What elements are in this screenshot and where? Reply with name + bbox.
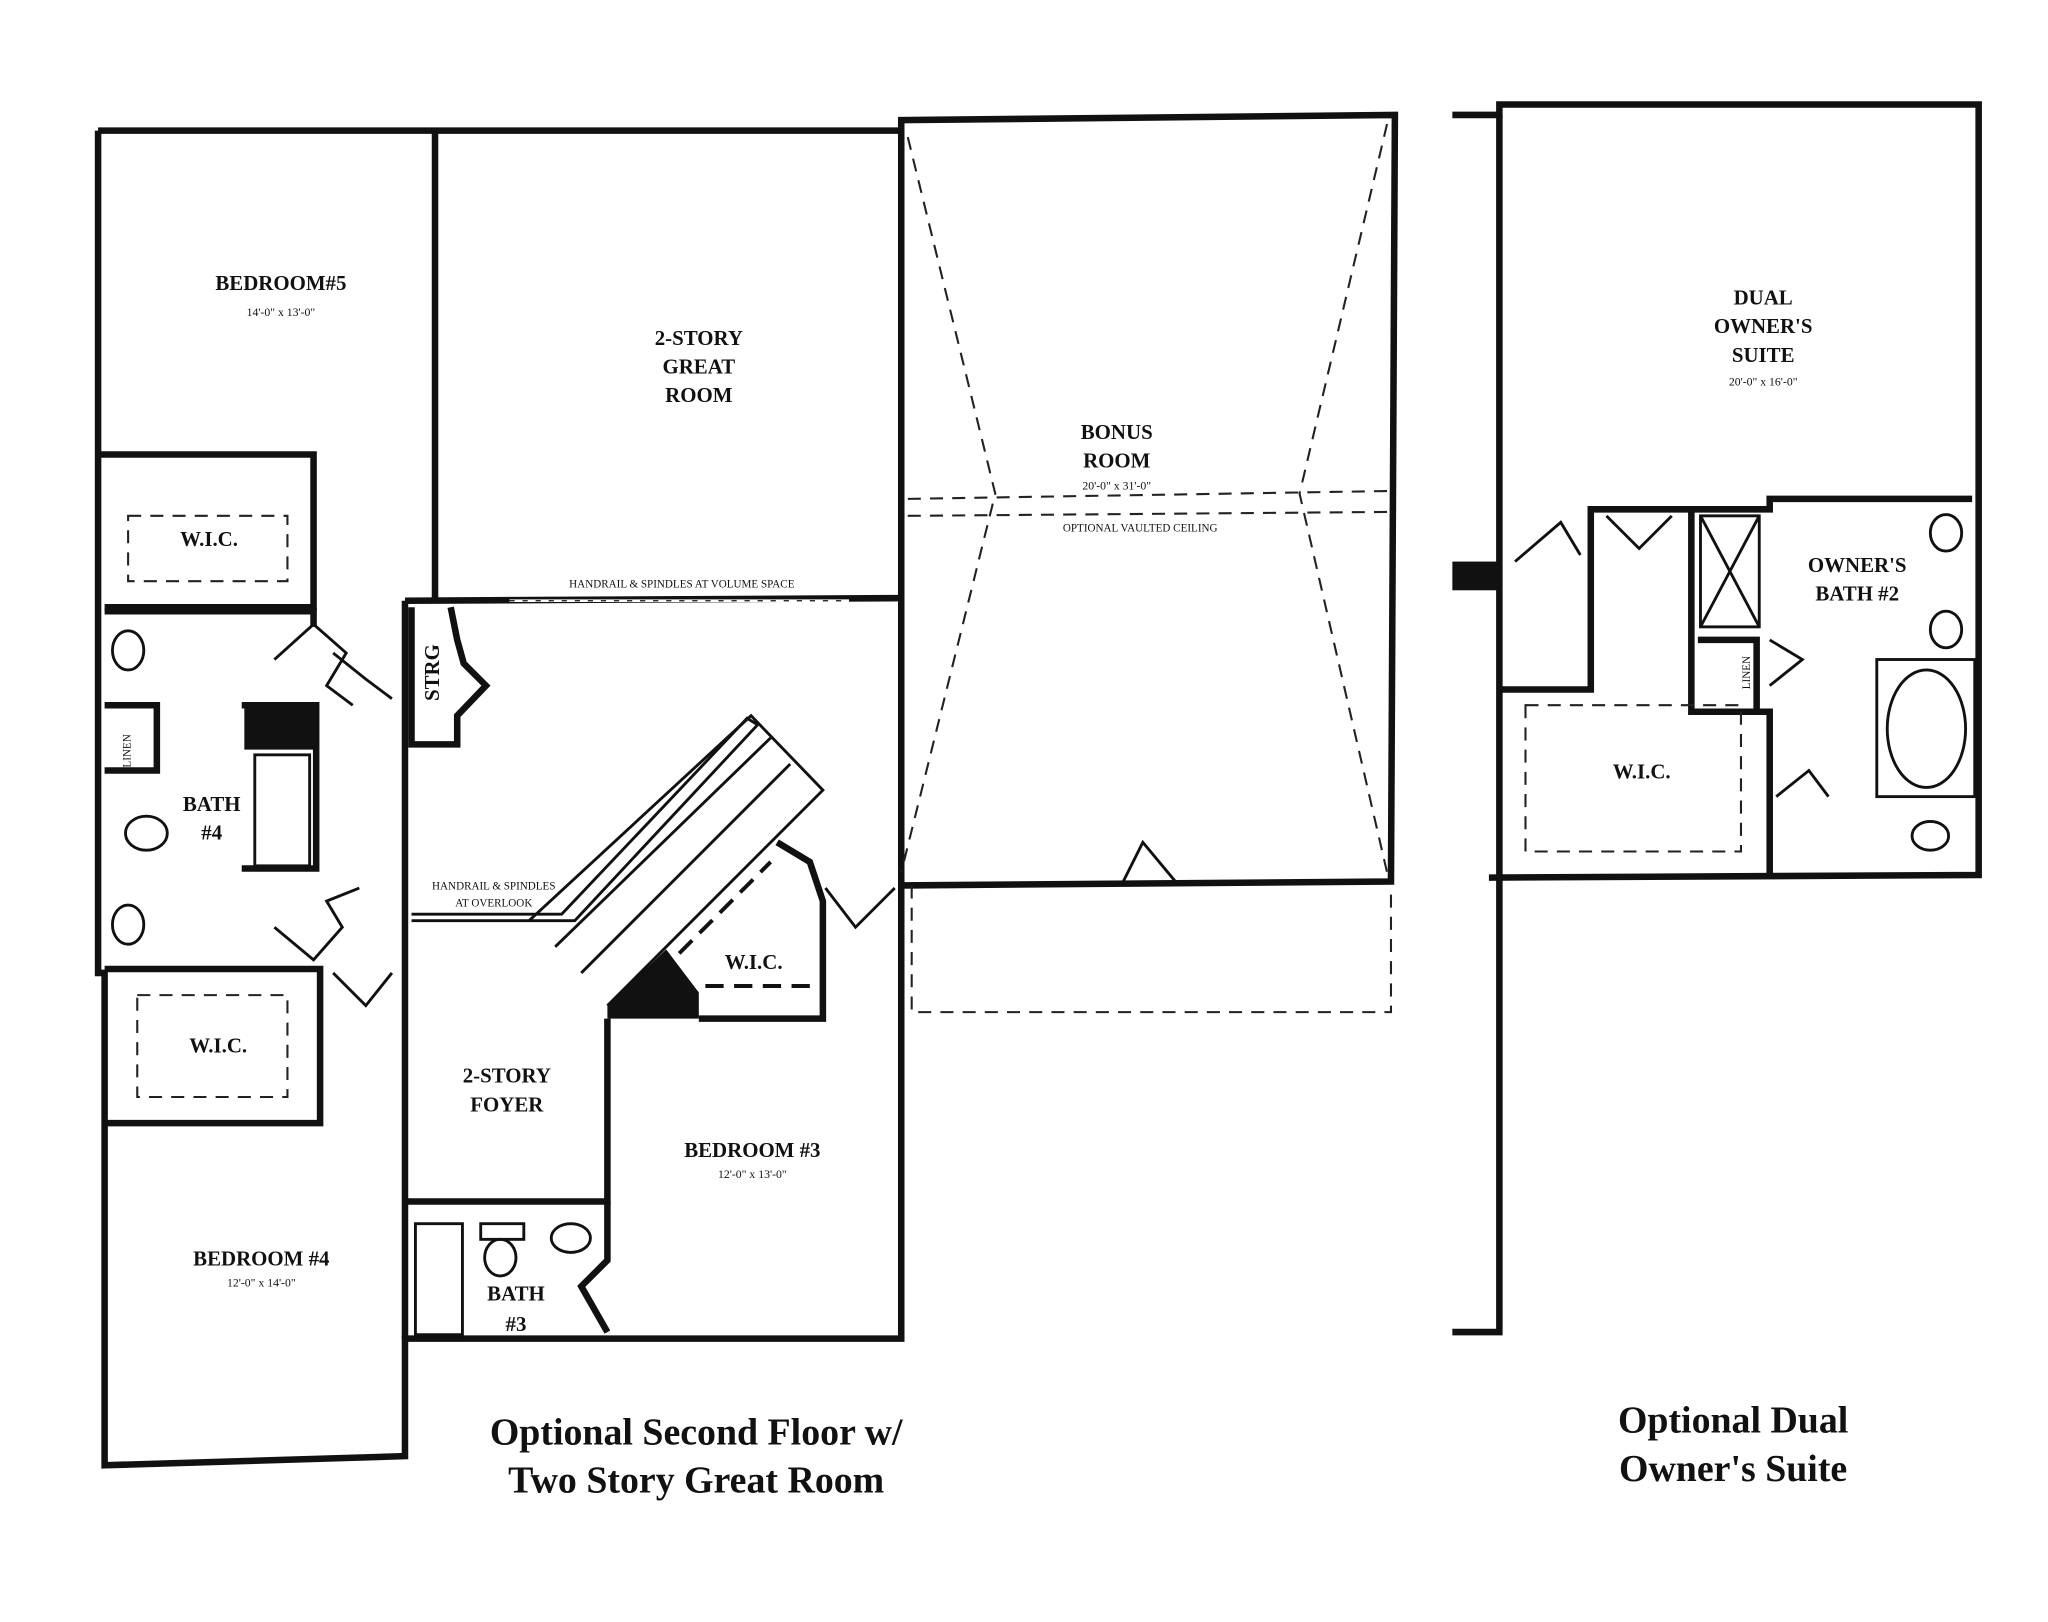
bedroom5-size: 14'-0" x 13'-0": [247, 306, 316, 319]
vaulted-ceiling-note: OPTIONAL VAULTED CEILING: [1063, 523, 1218, 535]
foyer-label-1: 2-STORY: [463, 1064, 551, 1088]
second-floor-caption-1: Optional Second Floor w/: [490, 1411, 903, 1453]
suite-linen-label: LINEN: [1741, 656, 1753, 689]
suite-label-1: DUAL: [1734, 285, 1793, 309]
dual-suite-caption-1: Optional Dual: [1618, 1400, 1848, 1442]
bath4-label-1: BATH: [183, 792, 241, 816]
bonus-room-size: 20'-0" x 31'-0": [1082, 480, 1151, 493]
wic-bed3-label: W.I.C.: [725, 950, 783, 974]
suite-label-2: OWNER'S: [1714, 314, 1813, 338]
overlook-note-2: AT OVERLOOK: [455, 897, 532, 909]
great-room-label-3: ROOM: [665, 383, 733, 407]
strg-label: STRG: [420, 644, 444, 701]
bath3-label-2: #3: [506, 1312, 527, 1336]
dual-suite-walls: [1452, 101, 1982, 1336]
linen-label: LINEN: [122, 734, 134, 767]
second-floor-caption-2: Two Story Great Room: [508, 1460, 884, 1502]
foyer-label-2: FOYER: [470, 1092, 544, 1116]
captions: Optional Second Floor w/ Two Story Great…: [490, 1400, 1848, 1502]
second-floor-walls: [94, 111, 1399, 1469]
bath4-label-2: #4: [201, 821, 222, 845]
wic-bed5-label: W.I.C.: [180, 527, 238, 551]
dual-suite-caption-2: Owner's Suite: [1619, 1448, 1847, 1490]
bedroom3-label: BEDROOM #3: [684, 1138, 820, 1162]
bath3-label-1: BATH: [487, 1282, 545, 1306]
owners-bath-label-1: OWNER'S: [1808, 553, 1907, 577]
owners-bath-label-2: BATH #2: [1815, 582, 1899, 606]
suite-size: 20'-0" x 16'-0": [1729, 375, 1798, 388]
bedroom5-label: BEDROOM#5: [215, 271, 346, 295]
room-labels: BEDROOM#5 14'-0" x 13'-0" 2-STORY GREAT …: [122, 271, 1907, 1336]
bedroom4-label: BEDROOM #4: [193, 1246, 330, 1270]
bedroom4-size: 12'-0" x 14'-0": [227, 1276, 296, 1289]
overlook-note-1: HANDRAIL & SPINDLES: [432, 880, 555, 892]
bonus-room-label-2: ROOM: [1083, 449, 1151, 473]
bedroom3-size: 12'-0" x 13'-0": [718, 1168, 787, 1181]
volume-space-note: HANDRAIL & SPINDLES AT VOLUME SPACE: [569, 579, 795, 591]
great-room-label-2: GREAT: [662, 355, 735, 379]
staircase: [528, 713, 825, 1007]
wic-bed4-label: W.I.C.: [189, 1034, 247, 1058]
bonus-room-label-1: BONUS: [1081, 420, 1153, 444]
suite-wic-label: W.I.C.: [1613, 759, 1671, 783]
great-room-label-1: 2-STORY: [655, 326, 743, 350]
suite-label-3: SUITE: [1732, 343, 1795, 367]
